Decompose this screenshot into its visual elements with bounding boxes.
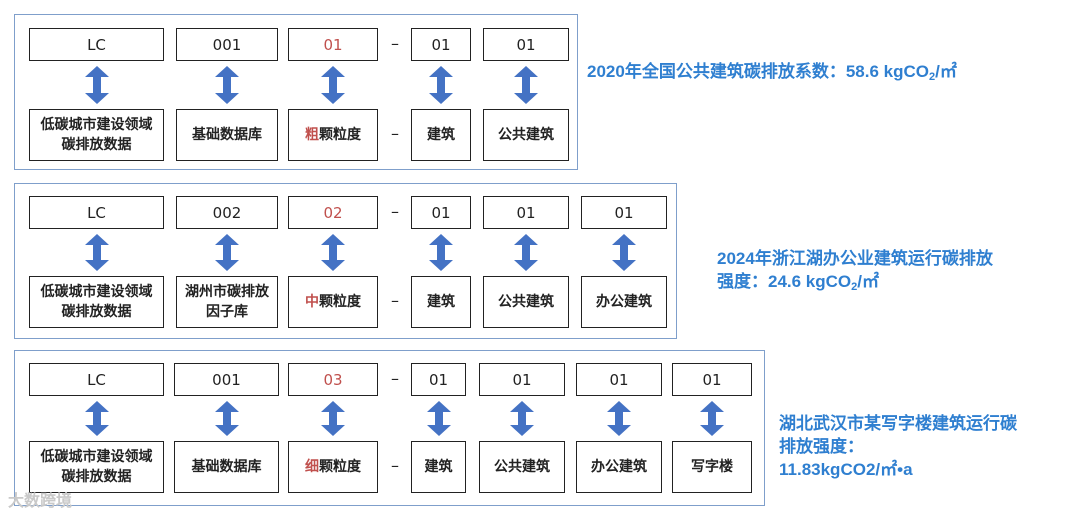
row1-arrow-granularity bbox=[321, 66, 345, 104]
arrow-shape bbox=[84, 234, 109, 271]
row3-name-subsector: 公共建筑 bbox=[479, 441, 565, 493]
row2-name-granularity: 中颗粒度 bbox=[288, 276, 378, 328]
row3-code-subsector: 01 bbox=[479, 363, 565, 396]
row2-note-line2: 强度：24.6 kgCO2/㎡ bbox=[717, 272, 880, 293]
row3-code-subtype: 01 bbox=[672, 363, 752, 396]
row1-note: 2020年全国公共建筑碳排放系数：58.6 kgCO2/㎡ bbox=[587, 62, 957, 83]
row1-name-category: 低碳城市建设领域碳排放数据 bbox=[29, 109, 164, 161]
row2-code-subsector: 01 bbox=[483, 196, 569, 229]
row2-arrow-granularity bbox=[321, 234, 345, 271]
row3-name-category: 低碳城市建设领域碳排放数据 bbox=[29, 441, 164, 493]
arrow-shape bbox=[700, 401, 724, 436]
row3-arrow-subsector bbox=[510, 401, 534, 436]
row3-note: 湖北武汉市某写字楼建筑运行碳 排放强度： 11.83kgCO2/㎡•a bbox=[779, 412, 1079, 481]
row2-name-type: 办公建筑 bbox=[581, 276, 667, 328]
row3-code-database: 001 bbox=[174, 363, 279, 396]
row2-name-subsector: 公共建筑 bbox=[483, 276, 569, 328]
row3-arrow-database bbox=[214, 401, 239, 436]
row1-dash-bottom: – bbox=[391, 124, 399, 143]
row2-arrow-type bbox=[612, 234, 636, 271]
row2-code-sector: 01 bbox=[411, 196, 471, 229]
arrow-shape bbox=[426, 401, 451, 436]
arrow-shape bbox=[429, 66, 453, 104]
row3-code-category: LC bbox=[29, 363, 164, 396]
row1-dash-top: – bbox=[391, 34, 399, 53]
row3-name-type: 办公建筑 bbox=[576, 441, 662, 493]
row2-name-database: 湖州市碳排放因子库 bbox=[176, 276, 278, 328]
watermark: 大数跨境 bbox=[8, 491, 73, 510]
row1-code-sector: 01 bbox=[411, 28, 471, 61]
row3-dash-top: – bbox=[391, 369, 399, 388]
row3-name-subtype: 写字楼 bbox=[672, 441, 752, 493]
arrow-shape bbox=[607, 401, 631, 436]
row2-note: 2024年浙江湖办公业建筑运行碳排放 强度：24.6 kgCO2/㎡ bbox=[717, 247, 1077, 293]
row2-dash-bottom: – bbox=[391, 291, 399, 310]
row1-arrow-sector bbox=[429, 66, 453, 104]
row2-dash-top: – bbox=[391, 202, 399, 221]
arrow-shape bbox=[514, 234, 538, 271]
row1-name-granularity: 粗颗粒度 bbox=[288, 109, 378, 161]
arrow-shape bbox=[215, 66, 239, 104]
arrow-shape bbox=[612, 234, 636, 271]
row3-name-database: 基础数据库 bbox=[174, 441, 279, 493]
arrow-shape bbox=[214, 401, 239, 436]
arrow-shape bbox=[84, 401, 109, 436]
arrow-shape bbox=[215, 234, 239, 271]
row1-code-category: LC bbox=[29, 28, 164, 61]
row3-arrow-sector bbox=[426, 401, 451, 436]
row2-code-database: 002 bbox=[176, 196, 278, 229]
row3-arrow-subtype bbox=[700, 401, 724, 436]
row3-arrow-type bbox=[607, 401, 631, 436]
row3-dash-bottom: – bbox=[391, 456, 399, 475]
row1-code-subsector: 01 bbox=[483, 28, 569, 61]
row2-arrow-database bbox=[215, 234, 239, 271]
row2-arrow-category bbox=[84, 234, 109, 271]
row1-code-granularity: 01 bbox=[288, 28, 378, 61]
row3-code-sector: 01 bbox=[411, 363, 466, 396]
row1-arrow-subsector bbox=[514, 66, 538, 104]
row1-name-database: 基础数据库 bbox=[176, 109, 278, 161]
arrow-shape bbox=[321, 401, 345, 436]
row3-note-line1: 湖北武汉市某写字楼建筑运行碳 bbox=[779, 414, 1017, 433]
row3-note-line3: 11.83kgCO2/㎡•a bbox=[779, 460, 913, 479]
arrow-shape bbox=[321, 66, 345, 104]
row2-arrow-sector bbox=[429, 234, 453, 271]
row1-arrow-database bbox=[215, 66, 239, 104]
row3-code-granularity: 03 bbox=[288, 363, 378, 396]
row3-note-line2: 排放强度： bbox=[779, 437, 864, 456]
row3-arrow-category bbox=[84, 401, 109, 436]
row3-name-sector: 建筑 bbox=[411, 441, 466, 493]
row1-arrow-category bbox=[84, 66, 109, 104]
row1-name-sector: 建筑 bbox=[411, 109, 471, 161]
arrow-shape bbox=[510, 401, 534, 436]
row1-code-database: 001 bbox=[176, 28, 278, 61]
arrow-shape bbox=[321, 234, 345, 271]
row2-code-granularity: 02 bbox=[288, 196, 378, 229]
row2-note-line1: 2024年浙江湖办公业建筑运行碳排放 bbox=[717, 249, 993, 268]
row2-arrow-subsector bbox=[514, 234, 538, 271]
arrow-shape bbox=[84, 66, 109, 104]
row3-code-type: 01 bbox=[576, 363, 662, 396]
row3-name-granularity: 细颗粒度 bbox=[288, 441, 378, 493]
row2-name-category: 低碳城市建设领域碳排放数据 bbox=[29, 276, 164, 328]
arrow-shape bbox=[514, 66, 538, 104]
row2-name-sector: 建筑 bbox=[411, 276, 471, 328]
row2-code-category: LC bbox=[29, 196, 164, 229]
row2-code-type: 01 bbox=[581, 196, 667, 229]
arrow-shape bbox=[429, 234, 453, 271]
row3-arrow-granularity bbox=[321, 401, 345, 436]
row1-name-subsector: 公共建筑 bbox=[483, 109, 569, 161]
